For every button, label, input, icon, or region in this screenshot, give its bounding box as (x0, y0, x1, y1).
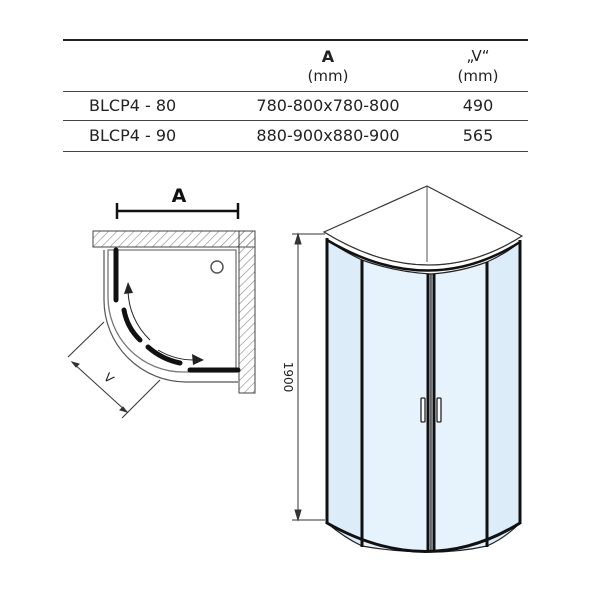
row-1-model: BLCP4 - 80 (89, 96, 177, 115)
height-label: 1900 (281, 362, 295, 393)
row-2-v: 565 (462, 126, 494, 145)
header-a: A (321, 47, 335, 66)
plan-view: A (67, 185, 256, 419)
wall-top (92, 230, 256, 248)
wall-right (238, 230, 256, 394)
row-2-model: BLCP4 - 90 (89, 126, 177, 145)
front-view: 1900 (281, 185, 524, 553)
table-header-rule (63, 91, 528, 92)
table-top-rule (63, 39, 528, 41)
dimension-v-label: V (101, 370, 117, 386)
row-1-v: 490 (462, 96, 494, 115)
header-v: „V“ (466, 47, 490, 65)
header-a-unit: (mm) (307, 67, 349, 85)
enclosure-outline (103, 250, 238, 383)
table-bottom-rule (63, 151, 528, 152)
table-row-rule (63, 120, 528, 121)
drain-icon (210, 260, 224, 274)
right-handle-icon (436, 397, 442, 423)
dimension-a-label: A (172, 185, 187, 207)
door-panels (113, 247, 241, 373)
height-dimension (292, 232, 325, 522)
glass-panel-left-fixed (326, 238, 363, 547)
door-handles (420, 397, 442, 423)
glass-panels (326, 238, 521, 553)
row-2-a: 880-900x880-900 (256, 126, 400, 145)
door-arrow-right (157, 349, 204, 365)
row-1-a: 780-800x780-800 (256, 96, 400, 115)
top-rim (323, 231, 523, 266)
dimension-v (67, 321, 161, 419)
door-arrow-left (124, 282, 151, 341)
dimension-a (115, 203, 240, 219)
header-v-unit: (mm) (457, 67, 499, 85)
glass-panel-right-fixed (486, 240, 521, 547)
frame-profiles (325, 238, 522, 553)
left-handle-icon (420, 397, 426, 423)
